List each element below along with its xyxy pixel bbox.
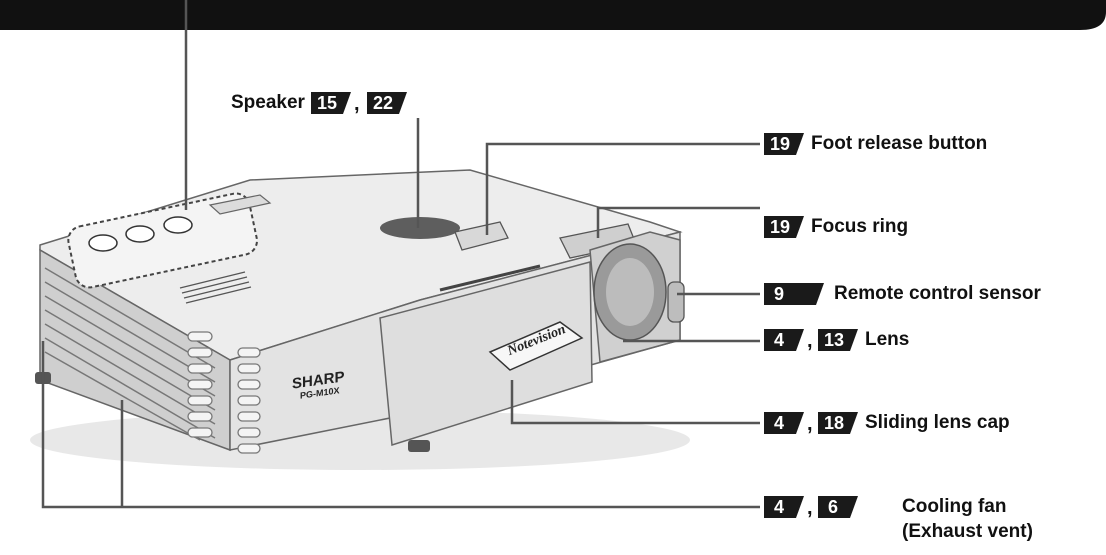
- top-banner: [0, 0, 1106, 30]
- separator-comma: ,: [807, 330, 813, 352]
- page-number: 18: [823, 413, 845, 433]
- page-badge: 19: [764, 216, 804, 238]
- page-number: 4: [773, 413, 784, 433]
- separator-comma: ,: [807, 497, 813, 519]
- label-focus-ring: Focus ring: [811, 216, 909, 237]
- page-number: 6: [827, 497, 838, 517]
- sliding-lens-cap-shape: [379, 261, 593, 446]
- separator-comma: ,: [354, 93, 360, 115]
- page-badge: 13: [818, 329, 858, 351]
- line-foot-release: [485, 142, 760, 235]
- notevision-logo: [488, 321, 584, 371]
- label-speaker: Speaker: [231, 92, 305, 113]
- line-focus-ring: [596, 206, 760, 238]
- page-badge: 9: [764, 283, 824, 305]
- separator-comma: ,: [807, 413, 813, 435]
- page-number: 4: [773, 330, 784, 350]
- page-badge: 4: [764, 329, 804, 351]
- foot-release-button-shape: [454, 221, 509, 251]
- page-number: 19: [769, 217, 791, 237]
- page-badge: 22: [367, 92, 407, 114]
- control-panel: [67, 192, 258, 289]
- page-badge: 4: [764, 412, 804, 434]
- exhaust-vent-left: [44, 267, 216, 441]
- label-lens: Lens: [865, 329, 910, 350]
- page-badge: 4: [764, 496, 804, 518]
- control-buttons: [88, 216, 193, 252]
- front-vents: [187, 331, 261, 454]
- line-cooling-fan: [41, 341, 760, 509]
- page-number: 22: [372, 93, 394, 113]
- page-badge: 19: [764, 133, 804, 155]
- label-cooling-fan: Cooling fan: [902, 496, 1007, 517]
- remote-sensor-shape: [667, 281, 685, 323]
- page-number: 19: [769, 134, 791, 154]
- speaker-grill: [380, 217, 460, 239]
- line-sliding-cap: [510, 380, 760, 425]
- page-number: 15: [316, 93, 338, 113]
- page-badge: 18: [818, 412, 858, 434]
- label-sliding-cap: Sliding lens cap: [865, 412, 1010, 433]
- label-foot-release: Foot release button: [811, 133, 988, 154]
- page-number: 13: [823, 330, 845, 350]
- page-number: 4: [773, 497, 784, 517]
- page-number: 9: [773, 284, 784, 304]
- label-exhaust-vent: (Exhaust vent): [902, 521, 1033, 542]
- top-vent-grill: [179, 271, 252, 304]
- page-badge: 15: [311, 92, 351, 114]
- page-badge: 6: [818, 496, 858, 518]
- label-remote-sensor: Remote control sensor: [834, 283, 1041, 304]
